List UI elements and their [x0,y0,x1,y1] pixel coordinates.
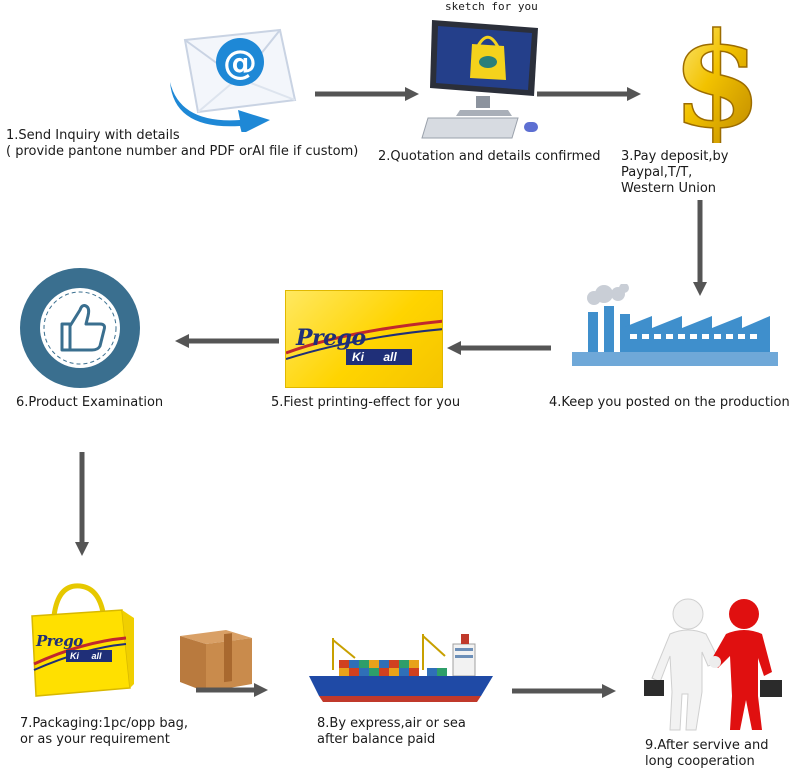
svg-text:@: @ [223,43,257,83]
print-sample-sub-right: all [383,350,397,364]
print-sample-icon: Prego Ki all [285,290,443,388]
thumbs-up-icon [20,268,140,388]
print-sample-brand: Prego [296,325,366,351]
step-3-icon: $ [662,3,772,158]
swoosh-graphic [286,319,442,360]
step-7-label: 7.Packaging:1pc/opp bag, or as your requ… [20,716,189,747]
arrow-2-to-3 [537,87,641,101]
step-3-label: 3.Pay deposit,by Paypal,T/T, Western Uni… [621,149,729,196]
step-6-label: 6.Product Examination [16,395,164,410]
computer-sketch-icon [421,20,538,139]
step-9-label: 9.After servive and long cooperation [645,738,769,769]
print-sample-sub: Ki all [346,349,412,365]
arrow-4-to-5 [447,341,551,355]
dollar-icon: $ [671,3,763,158]
carton-box-icon [176,622,256,696]
cargo-ship-icon [309,634,493,702]
email-icon: @ [170,28,297,134]
step-5-label: 5.Fiest printing-effect for you [271,395,461,410]
step-9-icon [640,596,790,731]
arrow-6-to-7 [75,452,89,556]
step-1-icon: @ [160,12,305,134]
step-8-icon [305,630,497,708]
step-7-icon: Prego Ki all [22,580,137,700]
handshake-icon [644,598,782,731]
bag-print-sub: Ki all [66,650,112,662]
arrow-8-to-9 [512,684,616,698]
step-6-icon [18,266,143,391]
step-8-label: 8.By express,air or sea after balance pa… [317,716,466,747]
step-2-icon [420,14,550,142]
bag-print-sub-left: Ki [70,651,79,661]
box-icon [180,630,252,692]
bag-print-sub-right: all [91,651,102,661]
arrow-1-to-2 [315,87,419,101]
bag-print-brand: Prego [36,632,83,650]
factory-icon [572,283,778,366]
arrow-5-to-6 [175,334,279,348]
step-4-label: 4.Keep you posted on the production [549,395,790,410]
step-4-icon [570,283,780,374]
sketch-caption: sketch for you [445,0,538,13]
step-1-label: 1.Send Inquiry with details ( provide pa… [6,128,359,159]
print-sample-sub-left: Ki [352,350,364,364]
arrow-3-to-4 [693,200,707,296]
svg-text:$: $ [672,8,762,143]
step-2-label: 2.Quotation and details confirmed [378,149,601,164]
arrow-7-to-8 [196,683,268,697]
